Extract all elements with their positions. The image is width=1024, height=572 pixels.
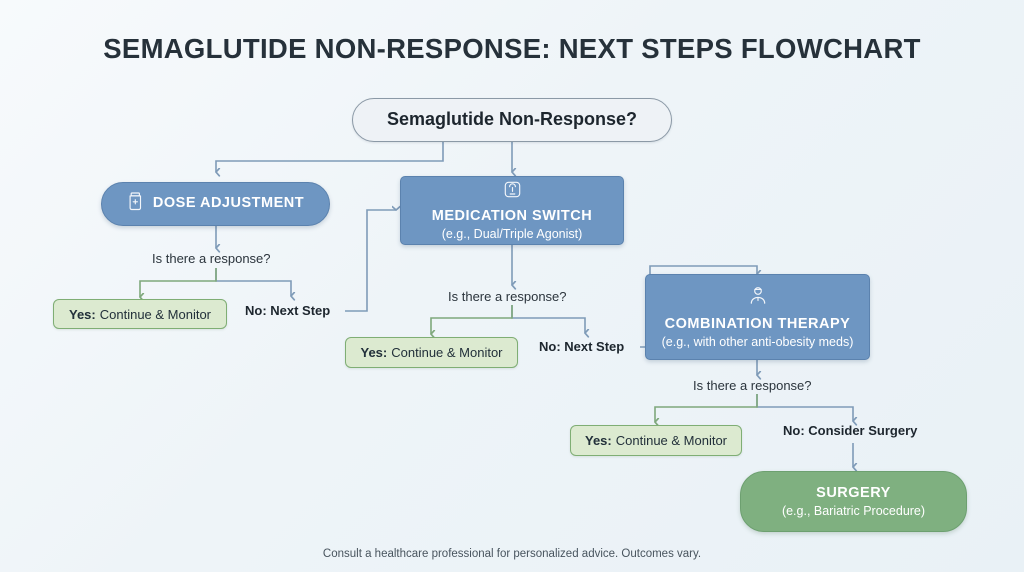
outcome-chip-yes-3[interactable]: Yes: Continue & Monitor [570, 425, 742, 456]
node-medication-switch-label: MEDICATION SWITCH [431, 207, 593, 224]
edge-q1-no [215, 268, 291, 296]
node-combination-therapy-label: COMBINATION THERAPY [664, 315, 851, 332]
node-surgery-sublabel: (e.g., Bariatric Procedure) [781, 503, 926, 518]
node-dose-adjustment-label: DOSE ADJUSTMENT [152, 195, 305, 212]
edge-q2-no [511, 305, 585, 333]
outcome-chip-yes-3-prefix: Yes: [584, 433, 612, 448]
outcome-chip-yes-2[interactable]: Yes: Continue & Monitor [345, 337, 518, 368]
edge-start-to-dose [216, 142, 444, 172]
edge-q3-no [756, 394, 853, 421]
node-medication-switch[interactable]: MEDICATION SWITCH (e.g., Dual/Triple Ago… [400, 176, 624, 245]
question-label-3: Is there a response? [693, 378, 812, 393]
node-combination-therapy[interactable]: COMBINATION THERAPY (e.g., with other an… [645, 274, 870, 360]
weight-scale-icon [503, 180, 522, 205]
node-semaglutide-non-response[interactable]: Semaglutide Non-Response? [352, 98, 672, 142]
edge-q1-no-to-medication [345, 210, 396, 312]
outcome-chip-yes-2-prefix: Yes: [360, 345, 388, 360]
page-title: SEMAGLUTIDE NON-RESPONSE: NEXT STEPS FLO… [103, 33, 921, 64]
edge-q1-yes [140, 268, 217, 297]
outcome-label-no-2: No: Next Step [539, 339, 625, 354]
node-surgery-label: SURGERY [816, 484, 891, 501]
node-start-label: Semaglutide Non-Response? [386, 109, 638, 130]
doctor-icon [747, 285, 769, 313]
outcome-label-no-1: No: Next Step [245, 303, 331, 318]
outcome-label-no-3: No: Consider Surgery [783, 423, 918, 438]
outcome-chip-yes-3-text: Continue & Monitor [615, 433, 728, 448]
edge-q2-yes [431, 305, 513, 334]
question-label-2: Is there a response? [448, 289, 567, 304]
pill-bottle-icon [127, 191, 144, 217]
outcome-chip-yes-2-text: Continue & Monitor [391, 345, 503, 360]
disclaimer-text: Consult a healthcare professional for pe… [322, 548, 702, 560]
outcome-chip-yes-1[interactable]: Yes: Continue & Monitor [53, 299, 227, 329]
edge-q3-yes [655, 394, 758, 422]
question-label-1: Is there a response? [152, 251, 271, 266]
node-dose-adjustment[interactable]: DOSE ADJUSTMENT [101, 182, 330, 226]
outcome-chip-yes-1-prefix: Yes: [68, 306, 96, 322]
outcome-chip-yes-1-text: Continue & Monitor [99, 306, 212, 322]
node-surgery[interactable]: SURGERY (e.g., Bariatric Procedure) [740, 471, 967, 532]
node-medication-switch-sublabel: (e.g., Dual/Triple Agonist) [441, 226, 583, 241]
node-combination-therapy-sublabel: (e.g., with other anti-obesity meds) [661, 334, 854, 349]
